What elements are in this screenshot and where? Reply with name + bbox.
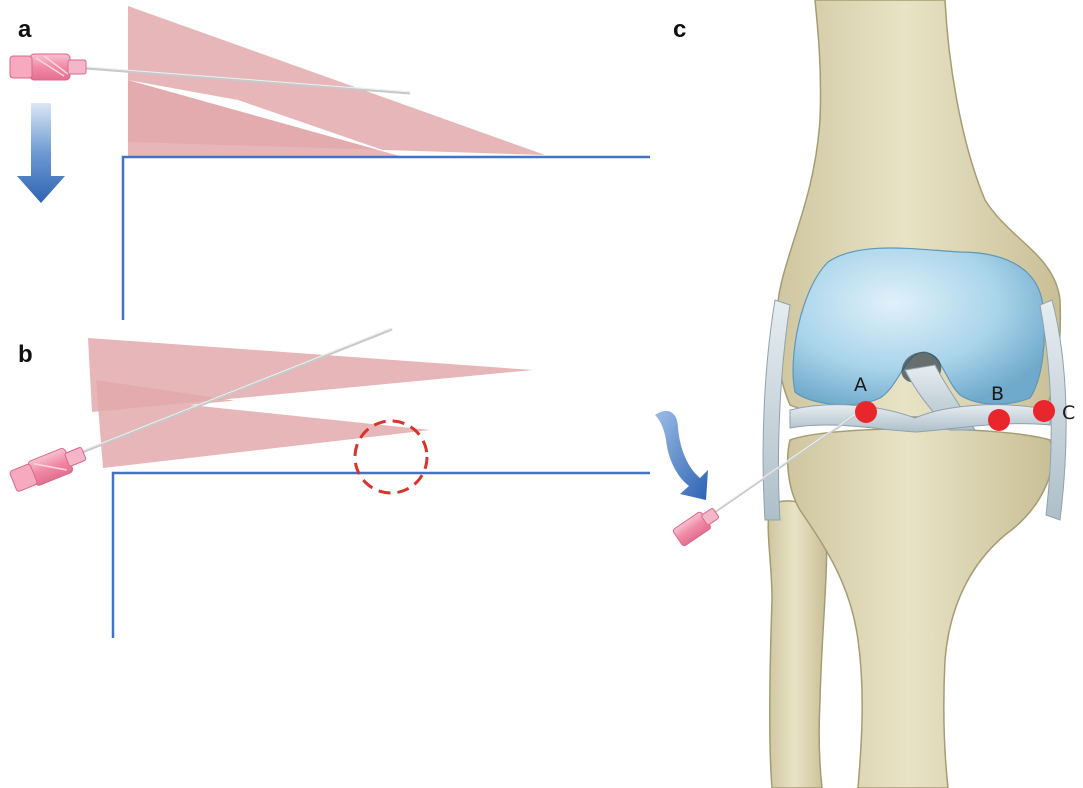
injection-point-c <box>1033 400 1055 422</box>
panel-label-c: c <box>673 18 686 42</box>
injection-point-label-b: B <box>991 385 1004 404</box>
injection-point-b <box>988 409 1010 431</box>
panel-b <box>8 328 650 638</box>
injection-point-label-a: A <box>854 376 867 395</box>
curved-arrow-icon <box>655 411 708 500</box>
tibia <box>788 429 1053 788</box>
injection-point-label-c: C <box>1062 404 1075 423</box>
panel-a <box>10 6 650 320</box>
injection-point-a <box>855 401 877 423</box>
fibula <box>768 501 826 788</box>
medial-collateral-ligament <box>763 300 790 520</box>
surface-line-a <box>123 157 650 320</box>
panel-label-b: b <box>18 343 33 367</box>
down-arrow-icon <box>17 103 65 203</box>
surface-line-b <box>113 473 650 638</box>
panel-label-a: a <box>18 18 31 42</box>
